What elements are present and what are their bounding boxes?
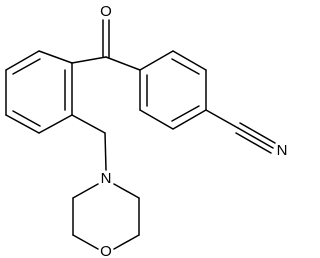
carbonyl-bond — [102, 19, 110, 58]
nitrile-nitrogen-label: N — [277, 142, 288, 159]
methylene-linker — [71, 114, 107, 171]
morpholine-nitrogen-label: N — [101, 170, 112, 187]
morpholine-ring — [72, 183, 140, 250]
chemical-structure-diagram: O N N O — [5, 3, 288, 258]
morpholine-oxygen-label: O — [100, 243, 112, 258]
carbonyl-oxygen-label: O — [100, 3, 112, 20]
nitrile-triple-bond — [205, 109, 276, 154]
left-benzene-ring — [5, 50, 107, 134]
right-benzene-ring — [105, 50, 207, 130]
